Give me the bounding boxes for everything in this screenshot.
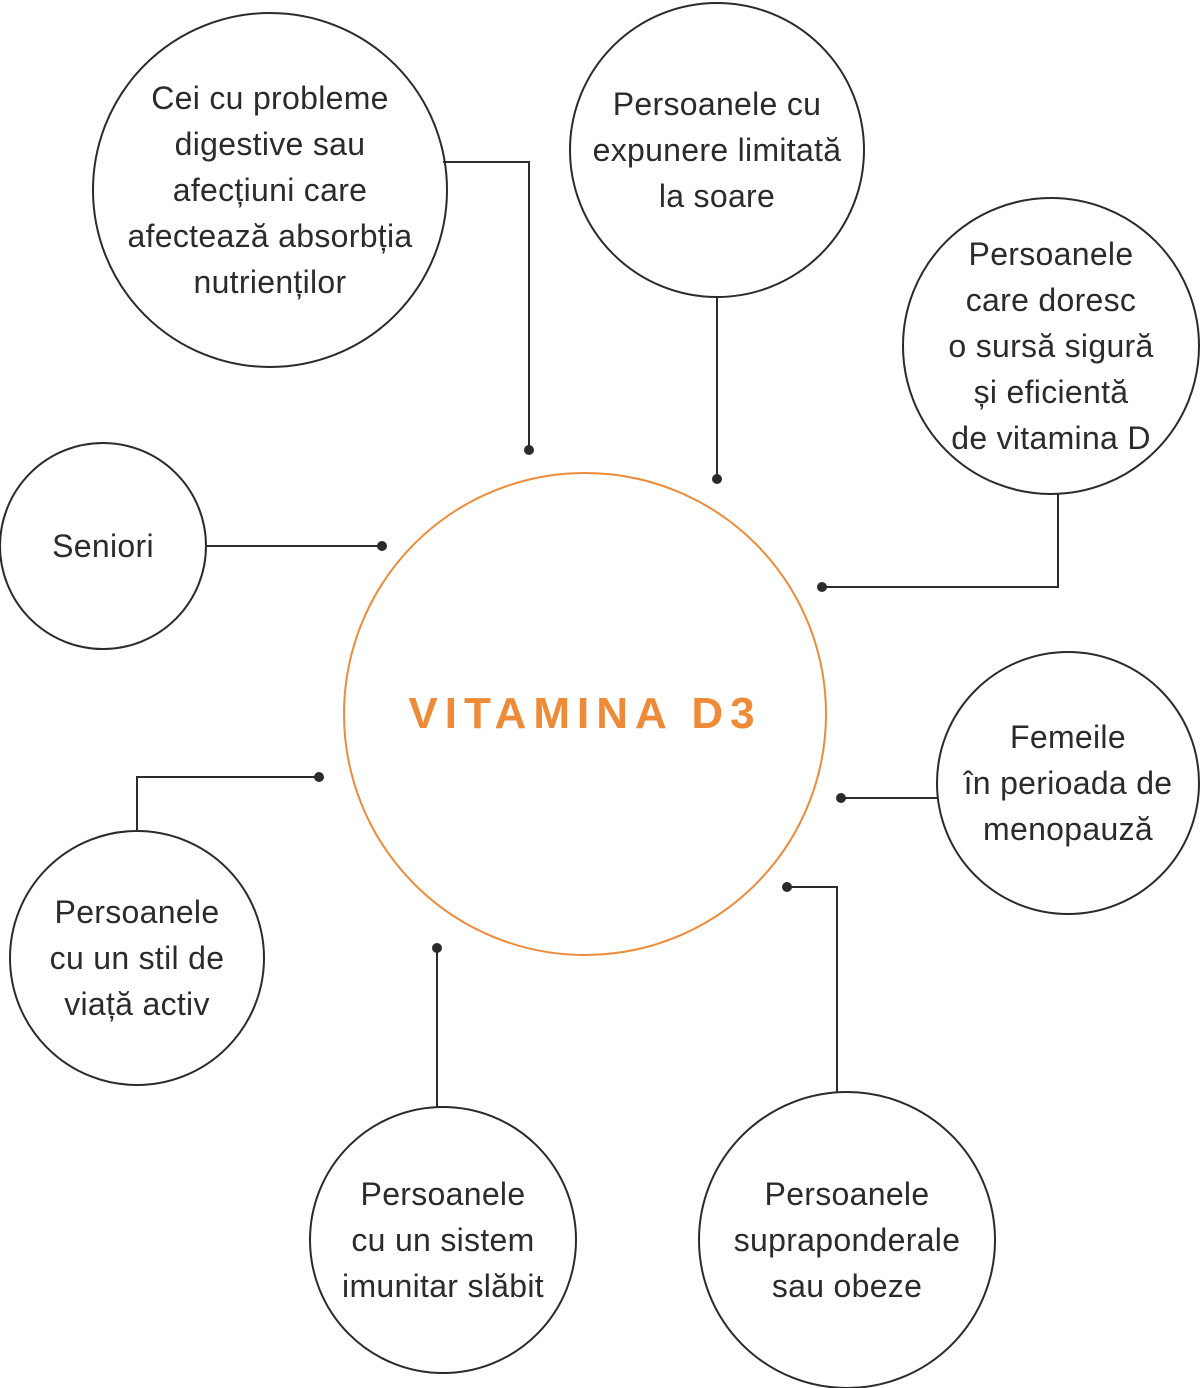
connector-dot-limited-sun — [712, 474, 722, 484]
node-circle-weak-immune — [309, 1106, 577, 1374]
connector-dot-active-lifestyle — [314, 772, 324, 782]
node-circle-menopause — [936, 651, 1200, 915]
center-title: VITAMINA D3 — [408, 689, 762, 738]
node-circle-safe-source — [902, 197, 1200, 495]
connector-dot-menopause — [836, 793, 846, 803]
connector-digestive — [443, 161, 530, 450]
node-circle-seniors — [0, 442, 207, 650]
node-label-active-lifestyle: Persoanele cu un stil de viață activ — [49, 894, 225, 1022]
node-label-limited-sun: Persoanele cu expunere limitată la soare — [592, 86, 842, 214]
center-circle — [343, 472, 827, 956]
node-label-digestive: Cei cu probleme digestive sau afecțiuni … — [127, 80, 413, 300]
node-circle-active-lifestyle — [9, 830, 265, 1086]
node-label-overweight: Persoanele supraponderale sau obeze — [733, 1176, 961, 1304]
connector-active-lifestyle — [136, 776, 319, 832]
node-circle-digestive — [92, 12, 448, 368]
connector-dot-overweight — [782, 882, 792, 892]
connector-dot-seniors — [377, 541, 387, 551]
node-circle-limited-sun — [569, 2, 865, 298]
connector-safe-source — [822, 493, 1059, 588]
node-label-menopause: Femeile în perioada de menopauză — [963, 719, 1173, 847]
connector-overweight — [787, 886, 838, 1093]
node-label-seniors: Seniori — [52, 528, 154, 564]
connector-dot-weak-immune — [432, 943, 442, 953]
node-label-weak-immune: Persoanele cu un sistem imunitar slăbit — [342, 1176, 544, 1304]
connector-dot-safe-source — [817, 582, 827, 592]
node-label-safe-source: Persoanele care doresc o sursă sigură și… — [948, 236, 1154, 456]
node-circle-overweight — [698, 1091, 996, 1388]
connector-dot-digestive — [524, 445, 534, 455]
